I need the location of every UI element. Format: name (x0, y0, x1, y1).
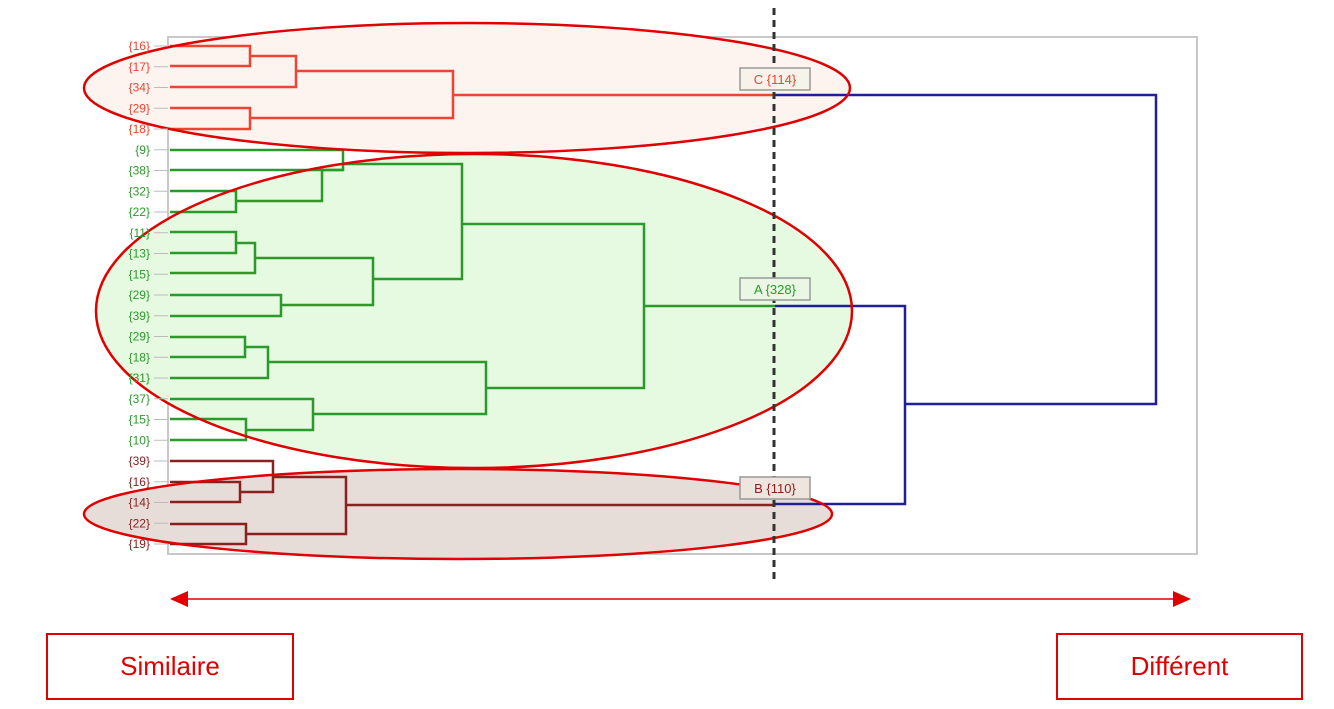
leaf-label: {15} (129, 413, 150, 427)
leaf-label: {9} (135, 143, 150, 157)
cluster-a-branches (170, 148, 775, 442)
branch (775, 93, 1158, 406)
leaf-label: {32} (129, 184, 150, 198)
cluster-a-tag-label: A {328} (754, 282, 797, 297)
leaf-label: {17} (129, 60, 150, 74)
leaf-labels: {16} {17} {34} {29} {18} {9} {38} {32} {22} {11} {… (129, 39, 168, 551)
similarity-scale-arrow (170, 591, 1191, 607)
leaf-label: {19} (129, 537, 150, 551)
similar-label: Similaire (46, 633, 294, 700)
leaf-label: {16} (129, 475, 150, 489)
leaf-label: {29} (129, 288, 150, 302)
leaf-label: {29} (129, 330, 150, 344)
branch (343, 162, 464, 281)
leaf-label: {14} (129, 496, 150, 510)
leaf-label: {10} (129, 433, 150, 447)
cluster-c-tag: C {114} (739, 67, 811, 91)
cluster-b-ellipse (82, 467, 834, 561)
cluster-a-tag: A {328} (739, 277, 811, 301)
leaf-label: {13} (129, 247, 150, 261)
cluster-b-tag-label: B {110} (754, 481, 796, 496)
leaf-label: {38} (129, 164, 150, 178)
branch (170, 148, 345, 172)
leaf-label: {15} (129, 267, 150, 281)
cluster-c-branches (170, 44, 775, 131)
leaf-label: {18} (129, 350, 150, 364)
leaf-label: {18} (129, 122, 150, 136)
leaf-label: {39} (129, 309, 150, 323)
different-label: Différent (1056, 633, 1303, 700)
leaf-label: {11} (130, 226, 150, 240)
leaf-label: {37} (129, 392, 150, 406)
leaf-label: {31} (129, 371, 150, 385)
branch (255, 256, 375, 307)
branch (236, 168, 343, 203)
root-branches (775, 93, 1158, 506)
leaf-label: {39} (129, 454, 150, 468)
leaf-label: {22} (129, 516, 150, 530)
cluster-c-tag-label: C {114} (754, 72, 797, 87)
leaf-label: {22} (129, 205, 150, 219)
cluster-a-ellipse-fill (96, 154, 852, 468)
cluster-b-tag: B {110} (739, 476, 811, 500)
leaf-label: {34} (129, 81, 150, 95)
leaf-label: {16} (129, 39, 150, 53)
leaf-label: {29} (129, 101, 150, 115)
